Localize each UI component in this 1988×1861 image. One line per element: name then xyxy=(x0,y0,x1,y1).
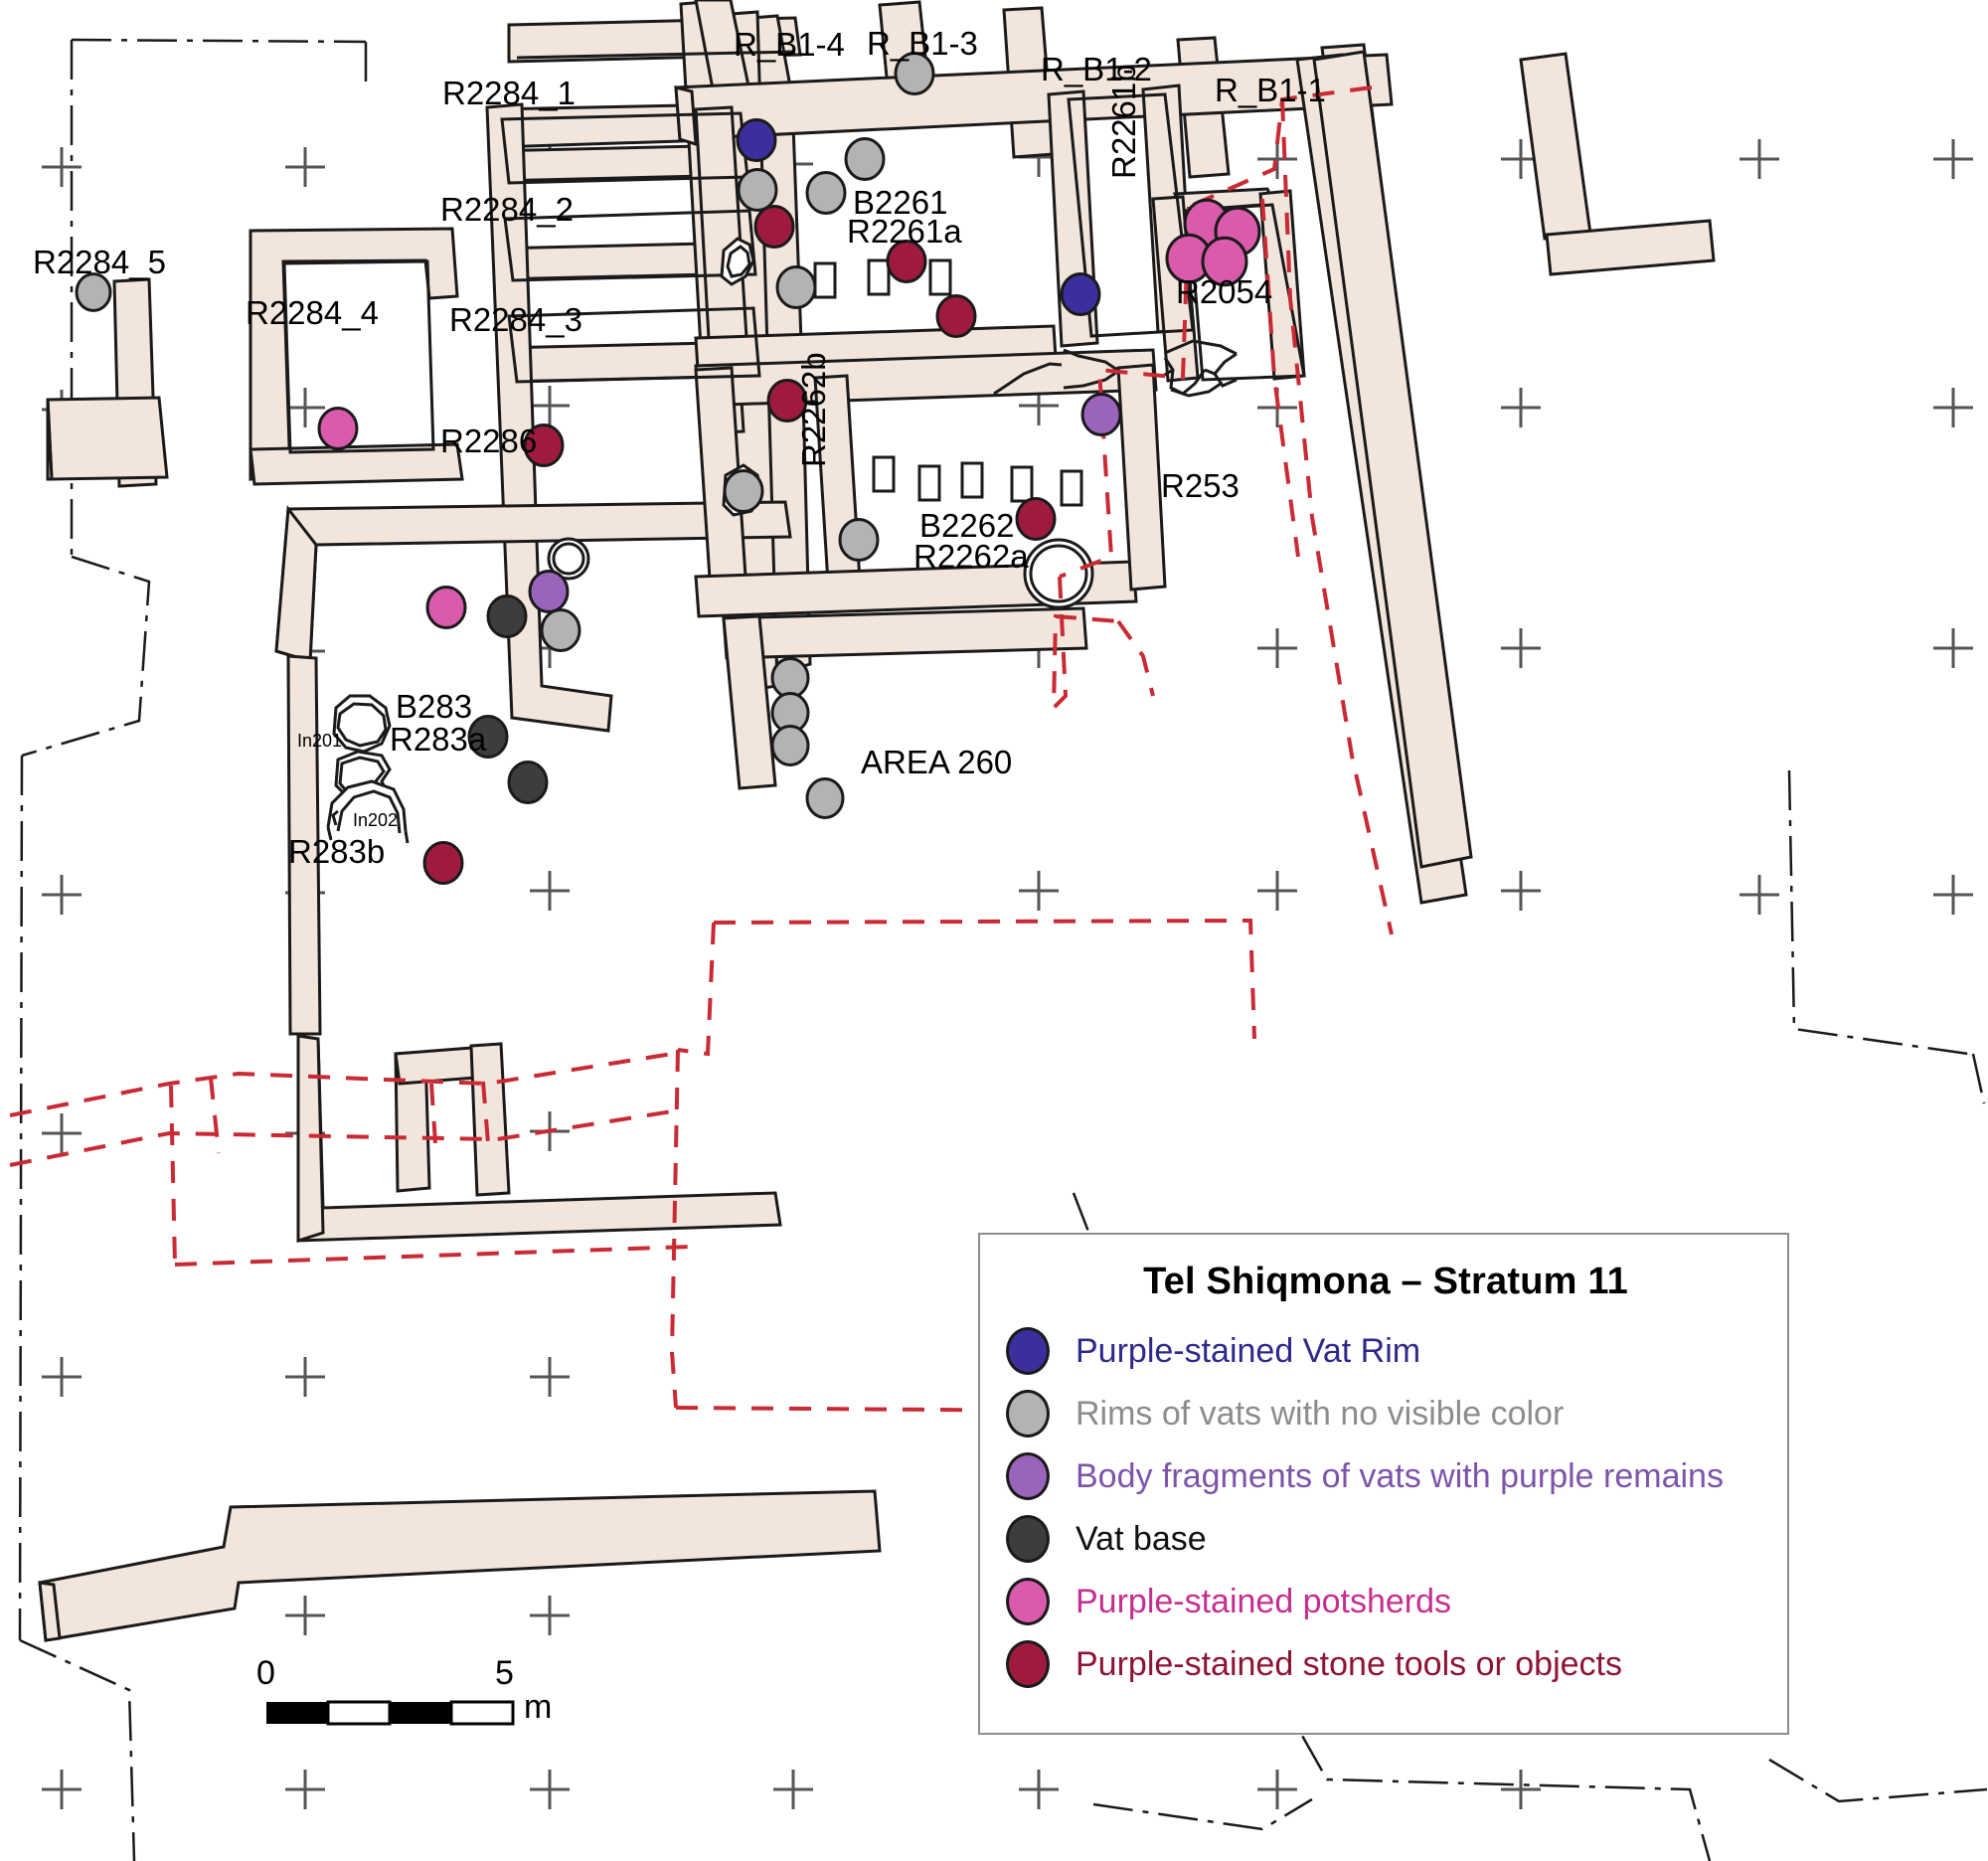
find-marker-stone-tool-crimson xyxy=(523,423,565,468)
find-marker-vat-rim-gray xyxy=(805,170,847,216)
map-label-r283b: R283b xyxy=(288,833,386,870)
circle-marker-icon xyxy=(1006,1639,1050,1688)
find-marker-body-fragment-purple xyxy=(528,569,570,614)
map-label-r-b1-3: R_B1-3 xyxy=(867,25,978,62)
map-label-r283a: R283a xyxy=(390,721,487,758)
map-label-in202: In202 xyxy=(353,810,399,830)
find-marker-vat-rim-gray xyxy=(737,167,778,213)
map-label-b283: B283 xyxy=(396,688,473,725)
find-markers xyxy=(75,51,1261,886)
find-marker-stone-tool-crimson xyxy=(753,204,795,250)
legend-label: Purple-stained potsherds xyxy=(1076,1582,1452,1620)
map-label-r2261b: R2261b xyxy=(1105,64,1142,179)
legend-label: Vat base xyxy=(1076,1519,1207,1558)
map-label-r2284-1: R2284_1 xyxy=(442,75,576,111)
legend-row-vat-rim-nocolor: Rims of vats with no visible color xyxy=(1006,1382,1765,1444)
circle-marker-icon xyxy=(1006,1514,1050,1563)
legend-title: Tel Shiqmona – Stratum 11 xyxy=(1143,1261,1628,1302)
find-marker-vat-rim-gray xyxy=(723,468,764,514)
map-label-r2262a: R2262a xyxy=(913,538,1029,575)
find-marker-vat-base xyxy=(467,714,509,760)
find-marker-vat-base xyxy=(486,593,528,639)
east-rooms xyxy=(1519,52,1716,276)
legend-row-stone-tools: Purple-stained stone tools or objects xyxy=(1006,1632,1765,1695)
map-label-r-b1-1: R_B1-1 xyxy=(1215,72,1326,108)
legend-label: Purple-stained Vat Rim xyxy=(1076,1331,1421,1370)
find-marker-stone-tool-crimson xyxy=(1015,496,1057,542)
find-marker-potsherd-pink xyxy=(1201,236,1248,287)
legend-row-vat-rim-purple: Purple-stained Vat Rim xyxy=(1006,1319,1765,1382)
map-label-r-b1-2: R_B1-2 xyxy=(1041,51,1152,87)
map-label-r2054: R2054 xyxy=(1176,273,1273,310)
map-label-area-260: AREA 260 xyxy=(861,744,1013,780)
legend-row-vat-base: Vat base xyxy=(1006,1507,1765,1570)
map-label-in201: In201 xyxy=(297,731,343,751)
find-marker-stone-tool-crimson xyxy=(766,378,808,423)
scalebar-end-label: 5 xyxy=(495,1654,514,1692)
map-label-r2284-5: R2284_5 xyxy=(33,244,166,280)
circle-marker-icon xyxy=(1006,1451,1050,1500)
scalebar-start-label: 0 xyxy=(256,1654,275,1692)
vat-outlines xyxy=(813,258,1083,507)
map-label-r-b1-4: R_B1-4 xyxy=(734,26,845,63)
scalebar-unit-label: m xyxy=(524,1688,553,1726)
find-marker-vat-rim-gray xyxy=(75,272,112,312)
map-label-r2262b: R2262b xyxy=(795,352,832,467)
map-label-r2286: R2286 xyxy=(440,423,538,459)
map-label-b2262: B2262 xyxy=(919,507,1015,544)
find-marker-vat-rim-gray xyxy=(894,51,935,96)
find-marker-vat-rim-gray xyxy=(770,725,810,766)
legend-label: Rims of vats with no visible color xyxy=(1076,1394,1565,1433)
find-marker-potsherd-pink xyxy=(317,406,359,451)
map-label-r253: R253 xyxy=(1161,467,1240,504)
find-marker-stone-tool-crimson xyxy=(886,239,927,284)
find-marker-vat-rim-purple xyxy=(736,117,777,163)
find-marker-stone-tool-crimson xyxy=(422,840,464,886)
legend-row-potsherds: Purple-stained potsherds xyxy=(1006,1570,1765,1632)
legend-label: Body fragments of vats with purple remai… xyxy=(1076,1456,1724,1495)
map-label-r2284-4: R2284_4 xyxy=(246,294,379,331)
legend-label: Purple-stained stone tools or objects xyxy=(1076,1644,1622,1683)
find-marker-vat-rim-gray xyxy=(805,777,845,819)
map-label-r2261a: R2261a xyxy=(847,213,962,250)
find-marker-vat-rim-gray xyxy=(540,607,581,653)
scale-bar xyxy=(266,1700,515,1726)
circle-marker-icon xyxy=(1006,1326,1050,1375)
map-label-b2261: B2261 xyxy=(853,184,948,221)
find-marker-vat-rim-gray xyxy=(844,136,886,182)
find-marker-body-fragment-purple xyxy=(1080,392,1122,437)
find-marker-potsherd-pink xyxy=(425,585,467,630)
circle-marker-icon xyxy=(1006,1389,1050,1438)
map-label-r2284-3: R2284_3 xyxy=(449,301,582,338)
circle-marker-icon xyxy=(1006,1577,1050,1625)
find-marker-vat-rim-gray xyxy=(838,517,880,563)
find-marker-stone-tool-crimson xyxy=(935,293,977,339)
map-legend: Tel Shiqmona – Stratum 11 Purple-stained… xyxy=(978,1233,1789,1735)
map-label-r2284-2: R2284_2 xyxy=(440,191,574,228)
legend-row-body-fragments: Body fragments of vats with purple remai… xyxy=(1006,1444,1765,1507)
find-marker-vat-base xyxy=(507,760,549,805)
find-marker-vat-rim-purple xyxy=(1060,271,1101,317)
find-marker-vat-rim-gray xyxy=(770,657,810,699)
find-marker-vat-rim-gray xyxy=(775,264,817,310)
